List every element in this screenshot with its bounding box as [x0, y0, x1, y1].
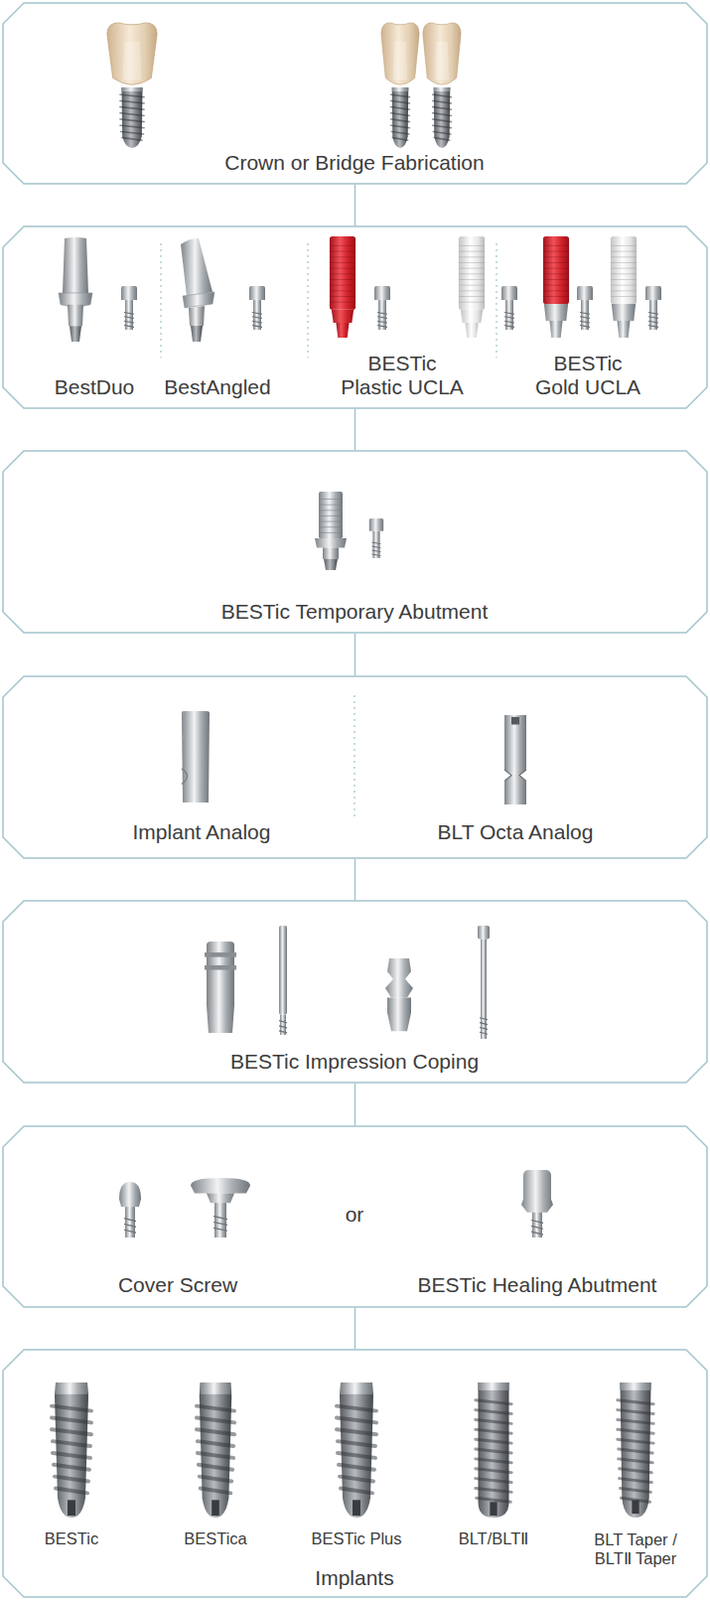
angled-abutment-figure: [180, 238, 215, 342]
conjunction-label: or: [345, 1202, 365, 1227]
panel-caption: BESTic Temporary Abutment: [221, 599, 488, 624]
implant-figure: [617, 1382, 655, 1518]
screw-figure: [249, 285, 266, 330]
ucla-figure: [543, 236, 569, 338]
part-label: BestAngled: [163, 375, 271, 400]
implant-figure: [432, 87, 452, 148]
component-panel: Crown or Bridge Fabrication: [1, 1, 709, 185]
panel-caption: BESTic Impression Coping: [230, 1049, 479, 1074]
implant-figure: [336, 1382, 377, 1518]
part-label: BLT Octa Analog: [437, 820, 594, 845]
temporary-abutment-figure: [314, 491, 347, 570]
guide-pin-figure: [279, 925, 287, 1035]
connector-line: [354, 633, 357, 676]
connector-line: [354, 1083, 357, 1126]
ucla-figure: [610, 236, 637, 338]
ucla-figure: [329, 236, 356, 338]
analog-figure: [181, 710, 210, 803]
part-label: BESTica: [183, 1529, 248, 1549]
cover-screw-figure: [119, 1181, 142, 1238]
healing-illustration: [119, 1169, 554, 1238]
screw-figure: [121, 285, 138, 330]
panel-border: [2, 900, 708, 1083]
part-label: BESTic Plastic UCLA: [337, 351, 467, 400]
implant-figure: [196, 1382, 235, 1518]
part-label: BESTic Plus: [310, 1529, 402, 1549]
panel-border: [2, 676, 708, 858]
connector-line: [354, 409, 357, 450]
abutment-figure: [58, 237, 93, 342]
panel-outline: [1, 675, 709, 859]
part-label: BESTic: [44, 1529, 99, 1549]
part-label: BLT/BLTⅡ: [458, 1529, 530, 1549]
part-label: Implant Analog: [133, 820, 272, 845]
ucla-figure: [458, 236, 485, 338]
analog-illustration: [181, 695, 527, 817]
healing-abutment-figure: [521, 1169, 554, 1238]
component-panel: BestDuo BestAngled BESTic Plastic UCLA BEST…: [1, 225, 709, 410]
temporary-abutment-illustration: [314, 491, 384, 570]
implant-figure: [475, 1382, 513, 1518]
connector-line: [354, 1307, 357, 1349]
panel-border: [2, 450, 708, 633]
screw-figure: [374, 285, 391, 330]
coping-figure: [204, 941, 237, 1033]
screw-figure: [369, 518, 384, 559]
cover-screw-figure: [190, 1177, 251, 1238]
component-panel: BESTic Impression Coping: [1, 899, 709, 1084]
connector-line: [354, 184, 357, 226]
implant-illustration: [51, 1382, 654, 1518]
implant-figure: [51, 1382, 92, 1518]
component-panel: BESTic BESTica BESTic Plus BLT/BLTⅡ BLT Tape…: [1, 1348, 709, 1598]
implant-figure: [391, 87, 411, 148]
panel-border: [2, 2, 708, 184]
component-panel: Implant Analog BLT Octa Analog: [1, 675, 709, 859]
crown-figure: [423, 22, 461, 85]
connector-line: [354, 858, 357, 900]
part-label: BESTic Healing Abutment: [418, 1273, 658, 1297]
component-panel: Cover Screw orBESTic Healing Abutment: [1, 1125, 709, 1308]
octa-analog-figure: [504, 714, 527, 805]
panel-border: [2, 226, 708, 409]
coping-illustration: [204, 925, 490, 1039]
panel-border: [2, 1126, 708, 1307]
part-label: BESTic Gold UCLA: [532, 351, 644, 400]
panel-border: [2, 1349, 708, 1597]
screw-figure: [645, 285, 662, 330]
screw-figure: [477, 925, 490, 1039]
screw-figure: [501, 285, 518, 330]
crown-figure: [381, 22, 420, 85]
crown-figure: [107, 22, 157, 85]
panel-caption: Implants: [314, 1565, 394, 1590]
screw-figure: [576, 285, 593, 330]
dotted-divider: [353, 695, 355, 817]
part-label: BestDuo: [54, 375, 136, 400]
panel-caption: Crown or Bridge Fabrication: [224, 150, 484, 175]
abutment-illustration: [58, 236, 662, 358]
part-label: Cover Screw: [118, 1273, 238, 1297]
coping-figure: [385, 958, 414, 1031]
component-panel: BESTic Temporary Abutment: [1, 449, 709, 634]
dotted-divider: [160, 243, 497, 358]
part-label: BLT Taper / BLTⅡ Taper: [583, 1530, 688, 1568]
implant-figure: [120, 87, 144, 148]
crown-illustration: [107, 22, 461, 148]
